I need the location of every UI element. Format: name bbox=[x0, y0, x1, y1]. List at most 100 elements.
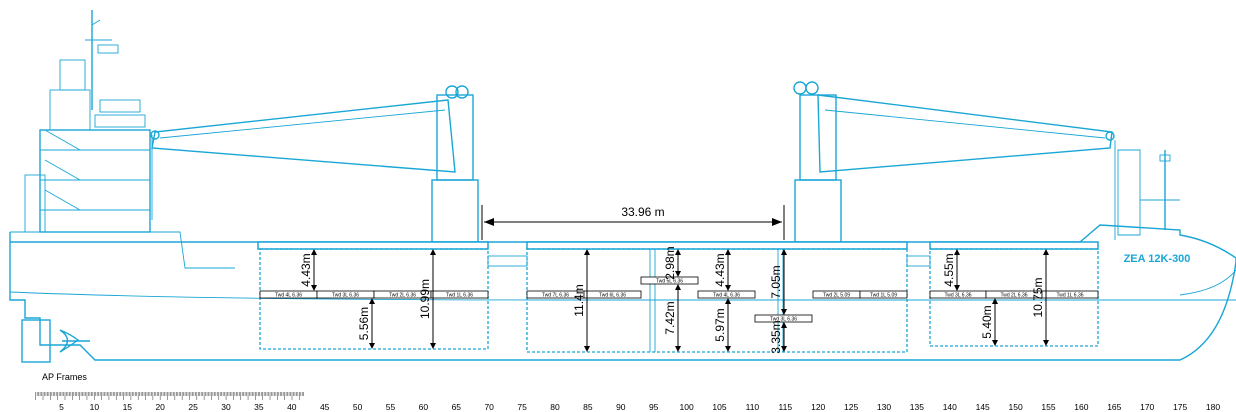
dimension-marker: 10.75m bbox=[1031, 249, 1049, 346]
frame-tick-label: 150 bbox=[1009, 402, 1023, 412]
hatch-covers bbox=[257, 241, 1099, 267]
tweendeck-panel-label: Twd 3L 6.36 bbox=[332, 293, 359, 299]
tweendeck-panel-label: Twd 1L 6.36 bbox=[446, 293, 473, 299]
dimension-label: 4.43m bbox=[713, 253, 727, 286]
dimension-marker: 10.99m bbox=[418, 249, 436, 349]
frame-tick-label: 55 bbox=[386, 402, 396, 412]
rudder-propeller bbox=[21, 319, 90, 363]
scale-label: AP Frames bbox=[42, 372, 87, 382]
tweendeck-panel-label: Twd 4L 6.36 bbox=[713, 293, 740, 299]
dimension-marker: 3.35m bbox=[769, 320, 787, 354]
hatch-span-label: 33.96 m bbox=[621, 205, 664, 219]
tweendeck-panel: Twd 4L 6.36 bbox=[697, 290, 756, 299]
superstructure bbox=[24, 10, 151, 233]
frame-tick-label: 40 bbox=[287, 402, 297, 412]
frame-tick-label: 155 bbox=[1041, 402, 1055, 412]
dimension-label: 5.97m bbox=[713, 308, 727, 341]
frame-tick-label: 70 bbox=[484, 402, 494, 412]
dimension-marker: 7.05m bbox=[769, 249, 787, 315]
dimension-label: 5.40m bbox=[980, 305, 994, 338]
vessel-name: ZEA 12K-300 bbox=[1124, 253, 1191, 265]
frame-tick-label: 15 bbox=[123, 402, 133, 412]
vertical-dimensions: 4.43m 5.56m 10.99m 11.4m 2.98m 7.42m 4.43m 5.97… bbox=[299, 246, 1049, 354]
dimension-marker: 5.40m bbox=[980, 298, 998, 346]
dimension-label: 2.98m bbox=[663, 246, 677, 279]
frame-tick-label: 10 bbox=[90, 402, 100, 412]
tweendeck-panel-label: Twd 2L 5.09 bbox=[823, 293, 850, 299]
crane-forward bbox=[793, 81, 1141, 243]
frame-tick-label: 180 bbox=[1206, 402, 1220, 412]
dimension-marker: 4.55m bbox=[942, 249, 960, 291]
frame-tick-label: 160 bbox=[1074, 402, 1088, 412]
forecastle-mast bbox=[1140, 150, 1180, 230]
frame-tick-label: 140 bbox=[943, 402, 957, 412]
tweendeck-panel: Twd 2L 5.09 bbox=[812, 290, 861, 299]
dimension-marker: 5.97m bbox=[713, 298, 731, 352]
frame-tick-label: 175 bbox=[1173, 402, 1187, 412]
dimension-label: 5.56m bbox=[357, 307, 371, 340]
frame-tick-label: 100 bbox=[680, 402, 694, 412]
tweendeck-panel: Twd 3L 6.36 bbox=[929, 290, 987, 299]
frame-tick-label: 130 bbox=[877, 402, 891, 412]
tweendeck-panel: Twd 1L 6.36 bbox=[1041, 290, 1099, 299]
tweendeck-panel-label: Twd 3L 6.36 bbox=[770, 317, 797, 323]
tweendeck-panel-label: Twd 1L 6.36 bbox=[1056, 293, 1083, 299]
tweendeck-panel: Twd 3L 6.36 bbox=[316, 290, 375, 299]
dimension-label: 4.43m bbox=[299, 253, 313, 286]
dimension-marker: 5.56m bbox=[357, 298, 375, 349]
tweendeck-panel: Twd 4L 6.36 bbox=[259, 290, 318, 299]
hull-outline bbox=[9, 224, 1236, 361]
dimension-marker: 4.43m bbox=[713, 249, 731, 291]
frame-tick-label: 145 bbox=[976, 402, 990, 412]
tweendeck-panel-label: Twd 2L 6.36 bbox=[389, 293, 416, 299]
frame-tick-label: 115 bbox=[779, 402, 793, 412]
tweendeck-panel-label: Twd 3L 6.36 bbox=[944, 293, 971, 299]
frame-tick-label: 120 bbox=[811, 402, 825, 412]
tweendeck-panel: Twd 5L 6.36 bbox=[640, 276, 699, 285]
frame-tick-label: 30 bbox=[221, 402, 231, 412]
tweendeck-panel-label: Twd 2L 6.36 bbox=[1000, 293, 1027, 299]
frame-tick-label: 125 bbox=[844, 402, 858, 412]
frame-tick-label: 95 bbox=[649, 402, 659, 412]
tweendeck-panel-label: Twd 6L 6.36 bbox=[599, 293, 626, 299]
frame-tick-label: 65 bbox=[452, 402, 462, 412]
dimension-marker: 2.98m bbox=[663, 246, 681, 280]
cargo-hold-3 bbox=[259, 248, 489, 350]
tweendeck-panel: Twd 1L 6.36 bbox=[430, 290, 489, 299]
dimension-label: 3.35m bbox=[769, 320, 783, 353]
dimension-label: 4.55m bbox=[942, 253, 956, 286]
hatch-span-dimension: 33.96 m bbox=[481, 205, 785, 240]
dimension-label: 7.42m bbox=[663, 301, 677, 334]
frame-tick-label: 35 bbox=[254, 402, 264, 412]
frame-tick-label: 105 bbox=[712, 402, 726, 412]
tweendeck-panel-label: Twd 1L 5.09 bbox=[870, 293, 897, 299]
dimension-marker: 4.43m bbox=[299, 249, 317, 291]
dimension-label: 11.4m bbox=[572, 284, 586, 316]
dimension-label: 7.05m bbox=[769, 265, 783, 298]
frame-tick-label: 75 bbox=[517, 402, 527, 412]
frame-tick-label: 165 bbox=[1107, 402, 1121, 412]
tweendeck-panel: Twd 1L 5.09 bbox=[859, 290, 908, 299]
tweendeck-panel-label: Twd 4L 6.36 bbox=[275, 293, 302, 299]
frame-tick-label: 170 bbox=[1140, 402, 1154, 412]
dimension-marker: 7.42m bbox=[663, 284, 681, 352]
tweendeck-panel: Twd 3L 6.36 bbox=[754, 314, 813, 323]
frame-tick-label: 60 bbox=[419, 402, 429, 412]
dimension-marker: 11.4m bbox=[572, 249, 590, 352]
cargo-holds bbox=[259, 248, 1099, 353]
frame-tick-label: 90 bbox=[616, 402, 626, 412]
frame-tick-label: 5 bbox=[59, 402, 64, 412]
dimension-label: 10.99m bbox=[418, 279, 432, 319]
frame-tick-label: 20 bbox=[155, 402, 165, 412]
frame-tick-label: 85 bbox=[583, 402, 593, 412]
frame-tick-label: 135 bbox=[910, 402, 924, 412]
frame-tick-label: 110 bbox=[746, 402, 760, 412]
frame-tick-label: 80 bbox=[550, 402, 560, 412]
tweendeck-panel: Twd 6L 6.36 bbox=[583, 290, 642, 299]
crane-aft bbox=[150, 85, 479, 243]
tweendeck-panel-label: Twd 5L 6.36 bbox=[656, 279, 683, 285]
frame-tick-label: 45 bbox=[320, 402, 330, 412]
